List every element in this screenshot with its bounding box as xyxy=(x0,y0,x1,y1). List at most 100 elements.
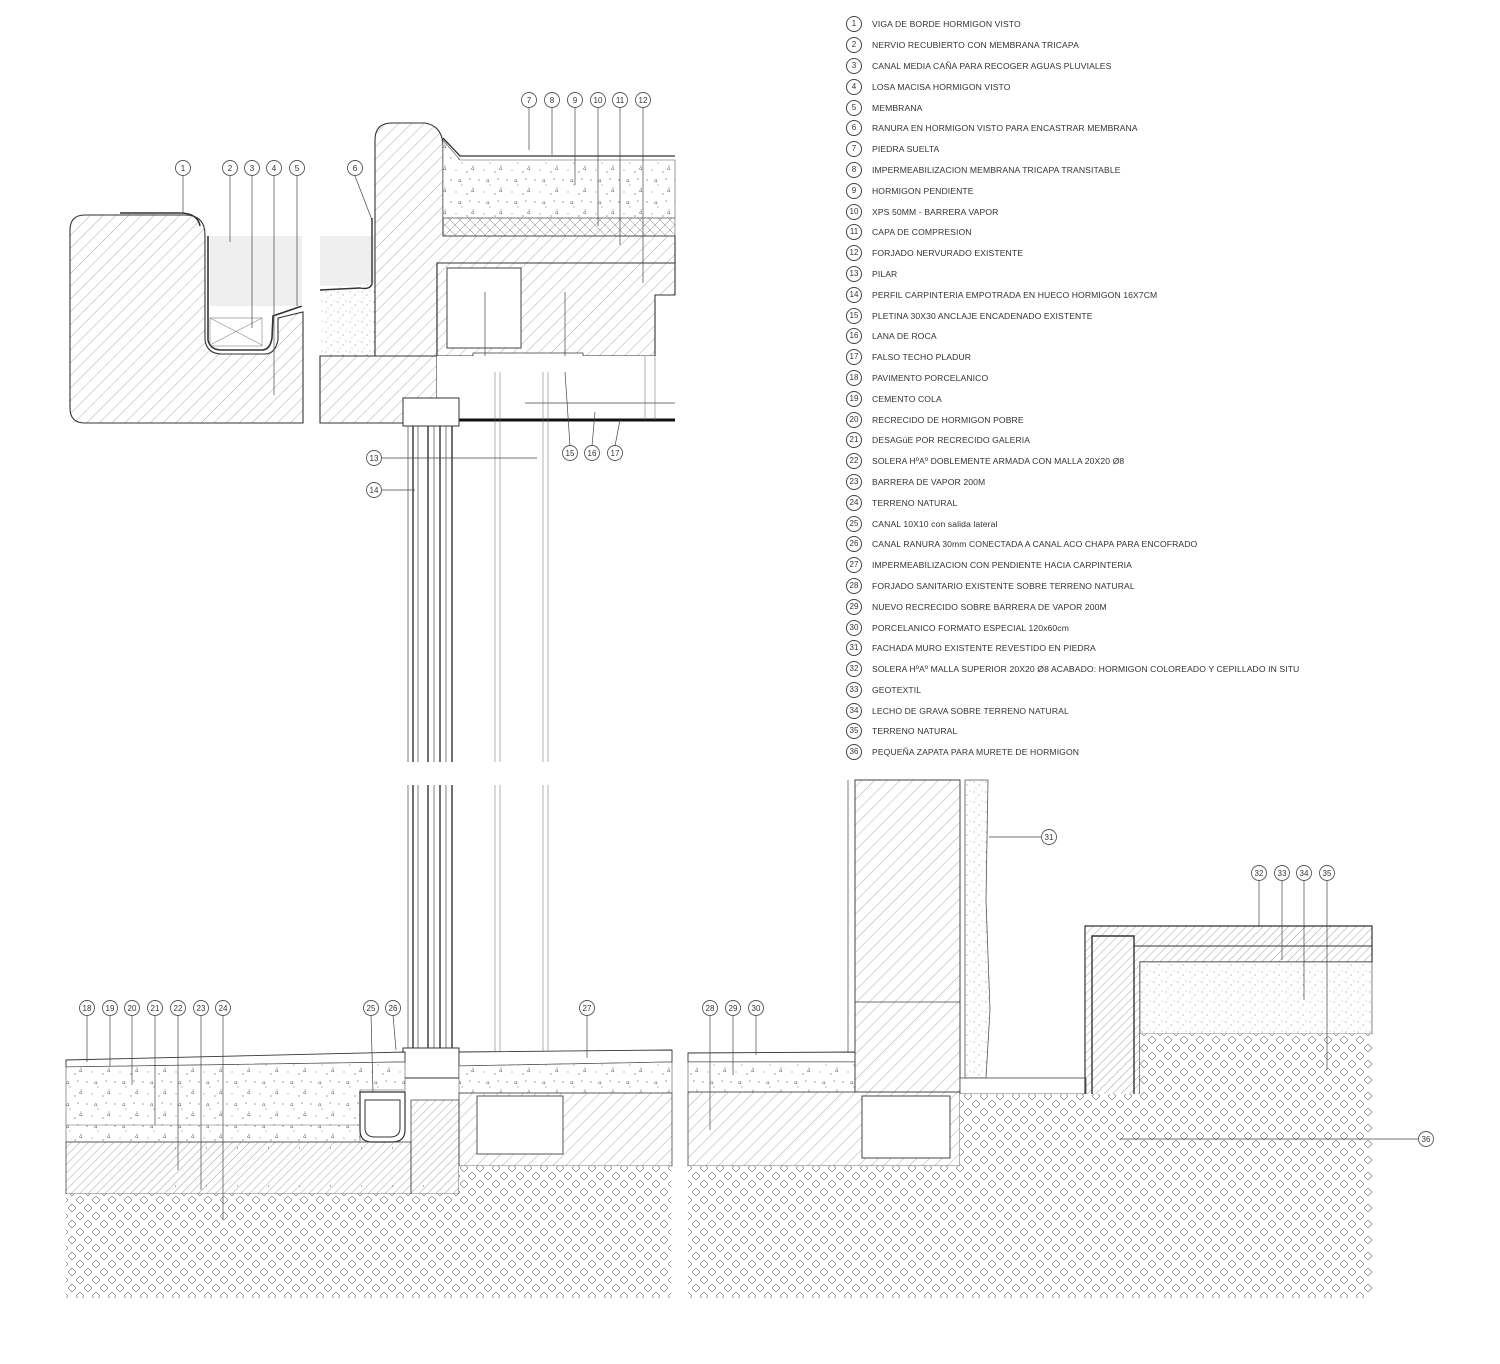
gutter-fill xyxy=(210,236,302,306)
legend-number: 4 xyxy=(846,78,862,95)
callout-number: 9 xyxy=(573,96,578,105)
legend-text: LOSA MACISA HORMIGON VISTO xyxy=(872,81,1011,92)
callout-30: 30 xyxy=(748,1000,764,1016)
callout-number: 23 xyxy=(197,1004,206,1013)
callout-26: 26 xyxy=(385,1000,401,1016)
callout-21: 21 xyxy=(147,1000,163,1016)
callout-number: 18 xyxy=(83,1004,92,1013)
callout-number: 24 xyxy=(219,1004,228,1013)
callout-circle xyxy=(1296,865,1312,881)
callout-28: 28 xyxy=(702,1000,718,1016)
callout-number: 3 xyxy=(250,164,255,173)
callout-8: 8 xyxy=(544,92,560,108)
callout-24: 24 xyxy=(215,1000,231,1016)
legend-text: PEQUEÑA ZAPATA PARA MURETE DE HORMIGON xyxy=(872,747,1080,758)
callout-number: 4 xyxy=(272,164,277,173)
callout-circle xyxy=(124,1000,140,1016)
callout-number: 10 xyxy=(594,96,603,105)
legend-number: 36 xyxy=(846,744,862,761)
legend-number: 19 xyxy=(846,390,862,407)
legend-text: FACHADA MURO EXISTENTE REVESTIDO EN PIED… xyxy=(872,643,1096,654)
callout-number: 22 xyxy=(174,1004,183,1013)
callout-33: 33 xyxy=(1274,865,1290,881)
callout-circle xyxy=(590,92,606,108)
legend-number: 11 xyxy=(846,224,862,241)
legend-number: 18 xyxy=(846,369,862,386)
callout-circle xyxy=(1319,865,1335,881)
callout-number: 8 xyxy=(550,96,555,105)
legend-text: PAVIMENTO PORCELANICO xyxy=(872,372,989,383)
callout-27: 27 xyxy=(579,1000,595,1016)
floor-section-right xyxy=(687,779,1373,1298)
callout-number: 6 xyxy=(353,164,358,173)
callout-9: 9 xyxy=(567,92,583,108)
legend-number: 31 xyxy=(846,640,862,657)
callout-circle xyxy=(222,160,238,176)
legend-number: 7 xyxy=(846,141,862,158)
callout-25: 25 xyxy=(363,1000,379,1016)
legend-number: 23 xyxy=(846,473,862,490)
legend-text: CEMENTO COLA xyxy=(872,393,942,404)
callout-circle xyxy=(1274,865,1290,881)
legend-text: LANA DE ROCA xyxy=(872,331,937,342)
callout-35: 35 xyxy=(1319,865,1335,881)
callout-32: 32 xyxy=(1251,865,1267,881)
legend-number: 2 xyxy=(846,37,862,54)
callout-circle xyxy=(79,1000,95,1016)
legend-number: 3 xyxy=(846,57,862,74)
callout-circle xyxy=(366,450,382,466)
callout-number: 14 xyxy=(370,486,379,495)
callout-14: 14 xyxy=(366,482,382,498)
legend-text: FORJADO NERVURADO EXISTENTE xyxy=(872,248,1024,259)
callout-23: 23 xyxy=(193,1000,209,1016)
callout-circle xyxy=(567,92,583,108)
legend-text: LECHO DE GRAVA SOBRE TERRENO NATURAL xyxy=(872,705,1069,716)
slab-concrete xyxy=(320,236,375,286)
callout-circle xyxy=(544,92,560,108)
legend-text: HORMIGON PENDIENTE xyxy=(872,185,974,196)
callout-number: 32 xyxy=(1255,869,1264,878)
callout-circle xyxy=(170,1000,186,1016)
callout-circle xyxy=(175,160,191,176)
edge-beam-left xyxy=(69,214,304,424)
callout-circle xyxy=(635,92,651,108)
callout-number: 28 xyxy=(706,1004,715,1013)
legend-text: SOLERA HºAº MALLA SUPERIOR 20X20 Ø8 ACAB… xyxy=(872,664,1300,675)
callout-circle xyxy=(289,160,305,176)
legend-item: 18 PAVIMENTO PORCELANICO xyxy=(846,368,1486,389)
legend-number: 29 xyxy=(846,598,862,615)
legend-number: 34 xyxy=(846,702,862,719)
legend-number: 30 xyxy=(846,619,862,636)
legend-item: 4 LOSA MACISA HORMIGON VISTO xyxy=(846,76,1486,97)
callout-circle xyxy=(1418,1131,1434,1147)
floor-section-left xyxy=(65,1049,673,1298)
legend-number: 14 xyxy=(846,286,862,303)
legend-text: CANAL RANURA 30mm CONECTADA A CANAL ACO … xyxy=(872,539,1198,550)
callout-number: 1 xyxy=(181,164,186,173)
callout-12: 12 xyxy=(635,92,651,108)
callout-1: 1 xyxy=(175,160,191,176)
callout-circle xyxy=(102,1000,118,1016)
legend-text: FALSO TECHO PLADUR xyxy=(872,352,972,363)
legend-text: FORJADO SANITARIO EXISTENTE SOBRE TERREN… xyxy=(872,580,1135,591)
callout-number: 36 xyxy=(1422,1135,1431,1144)
callout-number: 34 xyxy=(1300,869,1309,878)
